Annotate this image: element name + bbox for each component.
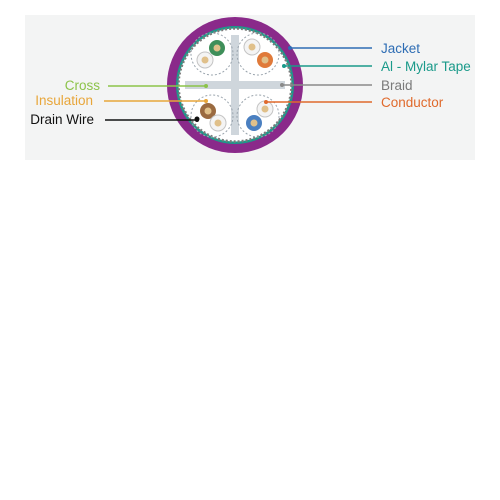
label-drain-wire: Drain Wire <box>30 112 94 127</box>
leader-cross <box>108 84 208 88</box>
leader-jacket <box>288 46 372 50</box>
label-cross: Cross <box>64 78 100 93</box>
label-jacket: Jacket <box>381 41 421 56</box>
label-mylar-tape: Al - Mylar Tape <box>381 59 471 74</box>
label-insulation: Insulation <box>35 93 93 108</box>
cross-separator <box>185 35 285 135</box>
twisted-pair-green <box>196 40 225 69</box>
pair-foil-shields <box>190 32 280 138</box>
cable-cross-section <box>167 17 303 153</box>
leader-drain-wire <box>105 118 199 122</box>
label-conductor: Conductor <box>381 95 444 110</box>
twisted-pair-blue <box>246 100 274 131</box>
leader-conductor <box>264 100 372 104</box>
leader-mylar-tape <box>282 64 372 68</box>
label-braid: Braid <box>381 78 413 93</box>
leader-braid <box>280 83 372 87</box>
twisted-pair-brown <box>200 103 227 132</box>
leader-insulation <box>104 99 208 103</box>
twisted-pair-orange <box>243 38 273 68</box>
